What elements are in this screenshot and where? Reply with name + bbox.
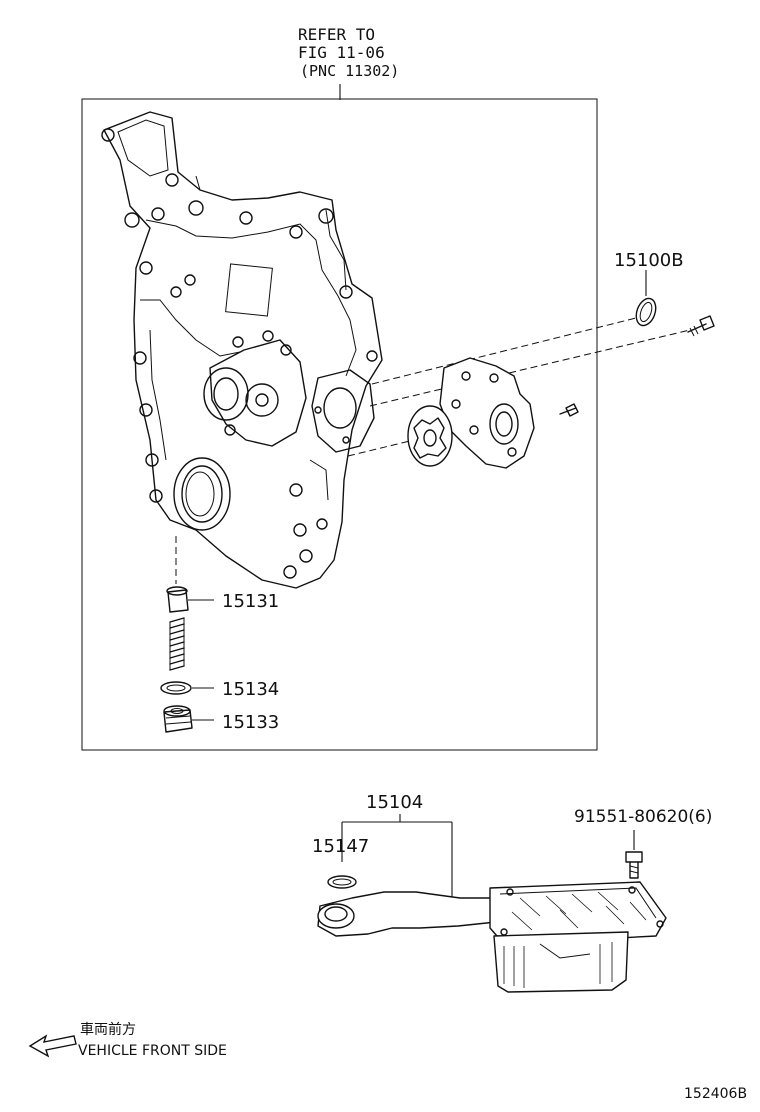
label-15133: 15133 — [222, 712, 279, 733]
oil-pump-mount — [311, 369, 375, 453]
legend-english: VEHICLE FRONT SIDE — [78, 1043, 227, 1059]
oil-pump-cover — [439, 357, 535, 469]
label-15134: 15134 — [222, 679, 279, 700]
pump-bolt-top — [687, 315, 715, 337]
strainer-leader — [341, 814, 453, 902]
crankshaft-seal-opening — [173, 457, 231, 531]
refer-line-1: REFER TO — [298, 25, 375, 44]
label-91551-80620: 91551-80620(6) — [574, 807, 712, 827]
front-arrow-icon — [28, 1034, 77, 1058]
label-15104: 15104 — [366, 792, 423, 813]
oring-15100b — [635, 270, 657, 327]
figure-code: 152406B — [684, 1086, 747, 1102]
refer-line-2: FIG 11-06 — [298, 43, 385, 62]
water-pump-flange — [203, 330, 307, 447]
strainer-bolt — [625, 830, 643, 879]
plug-15133 — [163, 705, 214, 733]
reference-note: REFER TO FIG 11-06 (PNC 11302) — [298, 25, 399, 100]
legend-japanese: 車両前方 — [80, 1021, 136, 1038]
relief-valve — [166, 586, 214, 613]
gasket-15134 — [160, 681, 214, 695]
refer-line-3: (PNC 11302) — [300, 62, 399, 80]
relief-spring — [169, 617, 185, 671]
pump-bolt-small — [559, 403, 579, 417]
oil-strainer — [317, 881, 667, 993]
strainer-oring-15147 — [327, 875, 357, 889]
timing-chain-cover — [101, 111, 383, 589]
label-15100b: 15100B — [614, 250, 684, 271]
label-15147: 15147 — [312, 836, 369, 857]
oil-pump-rotor — [407, 405, 453, 467]
label-15131: 15131 — [222, 591, 279, 612]
assembly-frame — [81, 98, 598, 751]
assembly-lines — [175, 317, 691, 584]
vehicle-front-legend: 車両前方 VEHICLE FRONT SIDE — [28, 1021, 227, 1059]
